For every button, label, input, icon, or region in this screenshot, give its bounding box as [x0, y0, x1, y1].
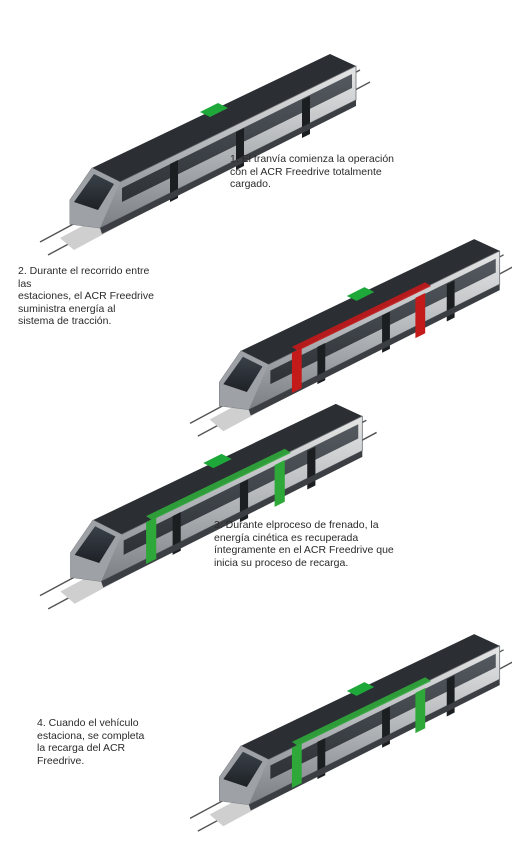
step-4-caption: 4. Cuando el vehículo estaciona, se comp…: [37, 717, 145, 767]
tram-skirt: [248, 284, 500, 416]
tram-roof: [93, 403, 363, 535]
tram-windshield: [223, 356, 263, 392]
acr-freedrive-module: [203, 453, 232, 469]
energy-roof-line: [291, 282, 432, 351]
energy-band: [415, 688, 426, 734]
step-2-caption: 2. Durante el recorrido entre las estaci…: [18, 265, 154, 327]
acr-freedrive-module: [346, 287, 375, 301]
tram-skirt: [248, 679, 500, 811]
tram-4: [189, 634, 512, 832]
energy-roof-line: [291, 677, 432, 746]
energy-band: [291, 742, 302, 788]
tram-skirt: [101, 450, 363, 588]
tram-2: [189, 239, 512, 437]
tram-roof: [240, 634, 500, 760]
tram-3: [39, 403, 377, 610]
acr-freedrive-module: [346, 682, 375, 696]
tram-windshield: [74, 174, 114, 210]
energy-roof-line: [146, 448, 291, 521]
step-1-caption: 1. El tranvía comienza la operación con …: [230, 153, 395, 190]
tram-roof: [92, 54, 356, 182]
step-3-caption: 3. Durante elproceso de frenado, la ener…: [214, 519, 394, 569]
energy-band: [415, 293, 426, 339]
tram-windshield: [74, 526, 116, 563]
acr-freedrive-module: [200, 103, 228, 117]
energy-band: [146, 517, 157, 565]
tram-roof: [240, 239, 500, 365]
tram-1: [39, 54, 371, 256]
tram-windshield: [223, 751, 263, 787]
energy-band: [291, 347, 302, 393]
tram-skirt: [100, 100, 356, 234]
energy-band: [274, 459, 285, 507]
